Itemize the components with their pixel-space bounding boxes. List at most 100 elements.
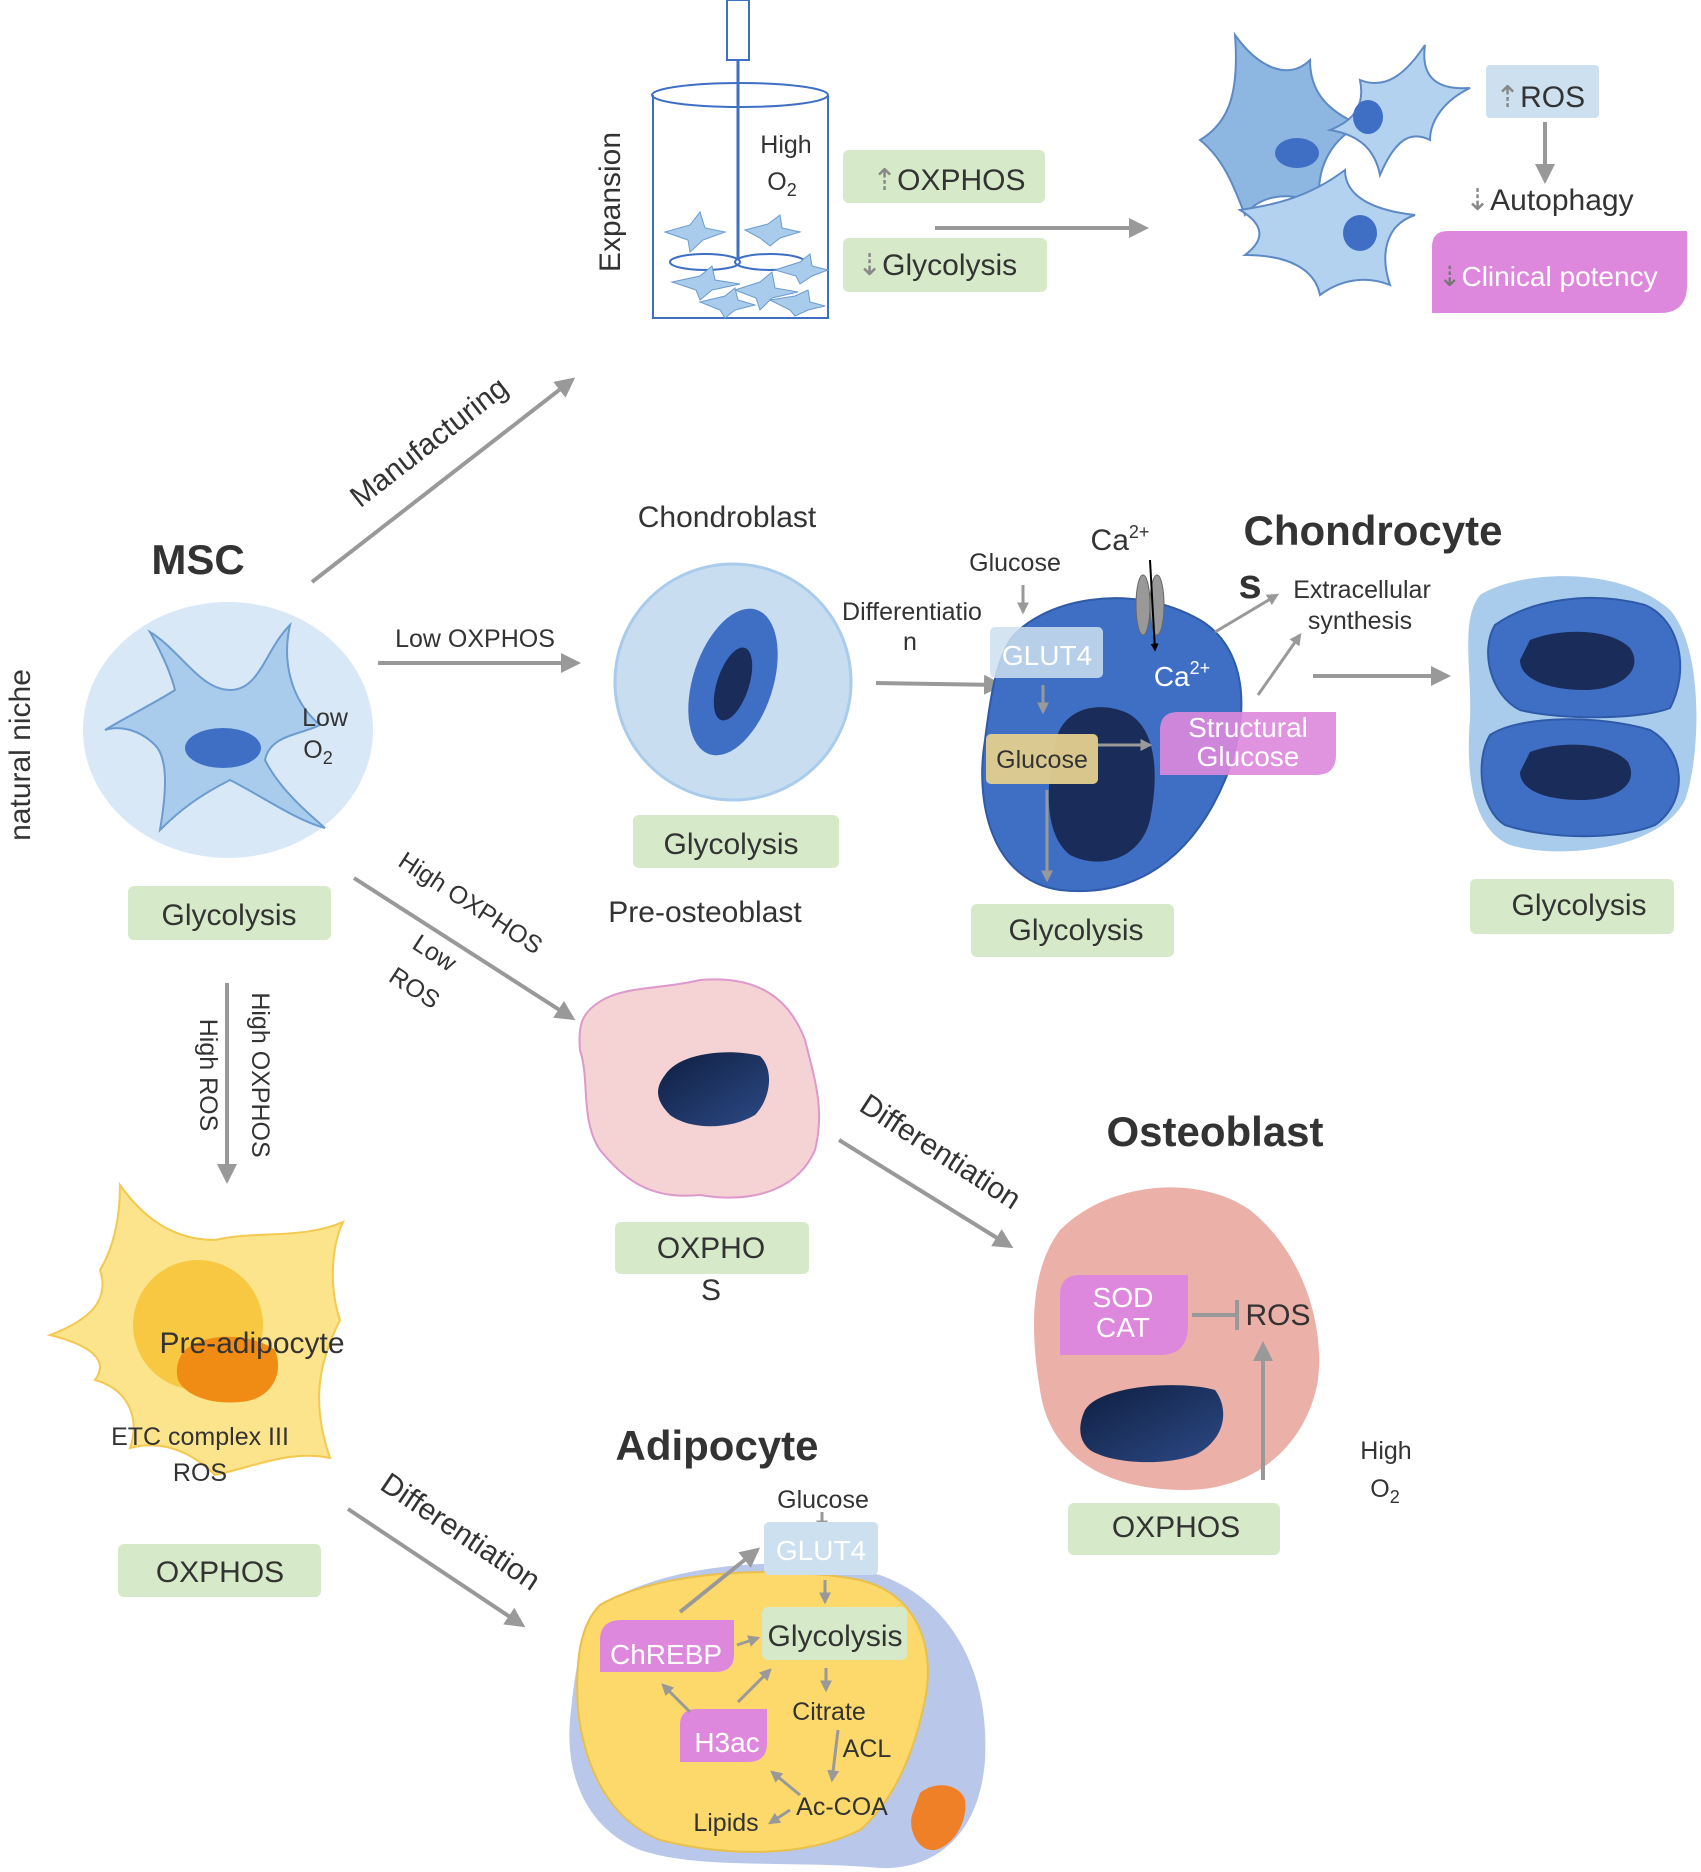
clinical-potency-box [1432, 231, 1687, 313]
low-oxphos-label: Low OXPHOS [395, 625, 555, 653]
expansion-glycolysis-label: ⇣Glycolysis [857, 249, 1017, 282]
clinical-potency-label: ⇣Clinical potency [1438, 261, 1658, 292]
chondroblast-to-chondrocyte-arrow [875, 674, 1004, 695]
msc-nucleus [185, 728, 261, 768]
msc-glycolysis-label: Glycolysis [161, 899, 296, 932]
expansion-glycolysis-box [843, 238, 1047, 292]
cat-label: CAT [1096, 1312, 1150, 1343]
osteoblast-oxphos-box [1068, 1503, 1280, 1555]
ca-top-label: Ca2+ [1091, 522, 1150, 557]
bioreactor-vessel [652, 95, 829, 319]
adipo-arrow-label-1: High OXPHOS [246, 992, 274, 1157]
msc-title: MSC [151, 536, 244, 583]
manufacturing-arrow [310, 377, 576, 584]
ca-inner-label: Ca2+ [1154, 658, 1210, 692]
extracellular-label-2: synthesis [1308, 607, 1412, 635]
bioreactor-motor [726, 0, 750, 61]
osteoblast-o2-label: O2 [1370, 1475, 1399, 1507]
lipids-label: Lipids [693, 1809, 758, 1837]
pre-osteoblast-oxphos-box [615, 1222, 809, 1274]
chondroblast-title: Chondroblast [638, 501, 817, 534]
osteo-group: High OXPHOS Low ROS Pre-osteoblast OXPHO… [352, 847, 1412, 1555]
msc-glycolysis-box [128, 886, 331, 940]
ca-channel-left [1135, 574, 1151, 636]
sod-label: SOD [1093, 1282, 1154, 1313]
citrate-to-accoa-arrow [827, 1729, 840, 1783]
ca-influx-arrow [1149, 559, 1159, 652]
expanded-nucleus-1 [1275, 138, 1319, 168]
glucose-top-label: Glucose [969, 549, 1061, 577]
adipo-glucose-label: Glucose [777, 1486, 869, 1514]
differentiation-label-2: n [903, 628, 917, 656]
pre-osteoblast-oxphos-label-2: S [701, 1274, 721, 1307]
sod-cat-box [1060, 1275, 1188, 1355]
preadipocyte-oxphos-box [118, 1544, 321, 1597]
adipo-glut4-box [764, 1522, 878, 1575]
adipocyte-title: Adipocyte [615, 1422, 818, 1469]
adipo-group: High OXPHOS High ROS Pre-adipocyte ETC c… [46, 983, 986, 1869]
chrebp-box [600, 1620, 734, 1672]
msc-low-label: Low [302, 704, 349, 732]
pre-osteoblast-to-osteoblast-arrow [837, 1138, 1014, 1249]
expanded-cells-group [1198, 31, 1471, 297]
accoa-to-h3ac-arrow [770, 1770, 801, 1797]
chondrocyte-title-1: Chondrocyte [1243, 507, 1502, 554]
bioreactor-rim [651, 82, 829, 108]
msc-group: MSC Low O2 Glycolysis [83, 536, 373, 940]
adipo-glycolysis-box [762, 1607, 907, 1660]
chondrocyte-title-2: s [1238, 560, 1261, 607]
msc-cell-body [104, 621, 326, 833]
adipo-arrow-label-2: High ROS [194, 1019, 222, 1132]
osteoblast-title: Osteoblast [1106, 1108, 1323, 1155]
adipo-glycolysis-label: Glycolysis [767, 1620, 902, 1653]
osteoblast-ros-label: ROS [1245, 1299, 1310, 1332]
expansion-oxphos-box [843, 150, 1045, 203]
high-oxphos-arrow [352, 876, 576, 1021]
chondro-group: Low OXPHOS Chondroblast Glycolysis Diffe… [378, 501, 1697, 957]
structural-glucose-box [1160, 712, 1336, 775]
glut4-label: GLUT4 [1002, 640, 1092, 671]
glucose-inner-label: Glucose [996, 746, 1088, 774]
osteoblast-high-label: High [1360, 1437, 1411, 1465]
expanded-nucleus-3 [1343, 215, 1377, 251]
chrebp-to-glycolysis-arrow [736, 1635, 761, 1647]
chondrocyte-glycolysis-label: Glycolysis [1008, 914, 1143, 947]
bioreactor-o2: O2 [767, 168, 796, 200]
structural-label: Structural [1188, 712, 1308, 743]
preadipocyte-to-adipocyte-arrow [346, 1507, 526, 1628]
pre-osteoblast-title: Pre-osteoblast [608, 896, 802, 929]
impeller-left [669, 253, 741, 271]
glucose-inner-box [986, 734, 1098, 784]
chondrocyte-glycolysis-box [971, 904, 1174, 957]
bioreactor-cells [663, 210, 830, 319]
accoa-to-lipids-arrow [767, 1808, 791, 1825]
msc-o2-label: O2 [303, 736, 332, 768]
osteo-arrow-label-2: Low [407, 929, 462, 978]
citrate-label: Citrate [792, 1698, 866, 1726]
pre-osteoblast-oxphos-label-1: OXPHO [657, 1232, 765, 1265]
chondrocyte-daughter-2-nucleus [1520, 744, 1632, 800]
h3ac-to-glycolysis-arrow [736, 1668, 772, 1704]
chrebp-label: ChREBP [610, 1639, 722, 1670]
chondroblast-glycolysis-label: Glycolysis [663, 828, 798, 861]
preadipocyte-nucleus [176, 1336, 279, 1403]
adipo-differentiation-label: Differentiation [375, 1467, 546, 1598]
bioreactor-high: High [760, 131, 811, 159]
preadipocyte-title: Pre-adipocyte [159, 1327, 344, 1360]
differentiation-label-1: Differentiatio [842, 598, 982, 626]
expanded-cell-3 [1237, 168, 1416, 297]
manufacturing-group: Manufacturing Expansion High O2 ⇡OXPHOS … [310, 0, 1687, 584]
h3ac-label: H3ac [694, 1727, 759, 1758]
chondroblast-glycolysis-box [633, 815, 839, 868]
chrebp-to-glut4-arrow [678, 1547, 761, 1614]
expansion-ros-box [1486, 65, 1599, 118]
osteoblast-nucleus [1080, 1385, 1224, 1463]
acl-label: ACL [843, 1735, 892, 1763]
expansion-oxphos-label: ⇡OXPHOS [872, 164, 1026, 197]
glut4-box [990, 627, 1103, 678]
final-glycolysis-label: Glycolysis [1511, 889, 1646, 922]
expanded-nucleus-2 [1353, 100, 1383, 134]
adipocyte-nucleus [911, 1785, 966, 1851]
